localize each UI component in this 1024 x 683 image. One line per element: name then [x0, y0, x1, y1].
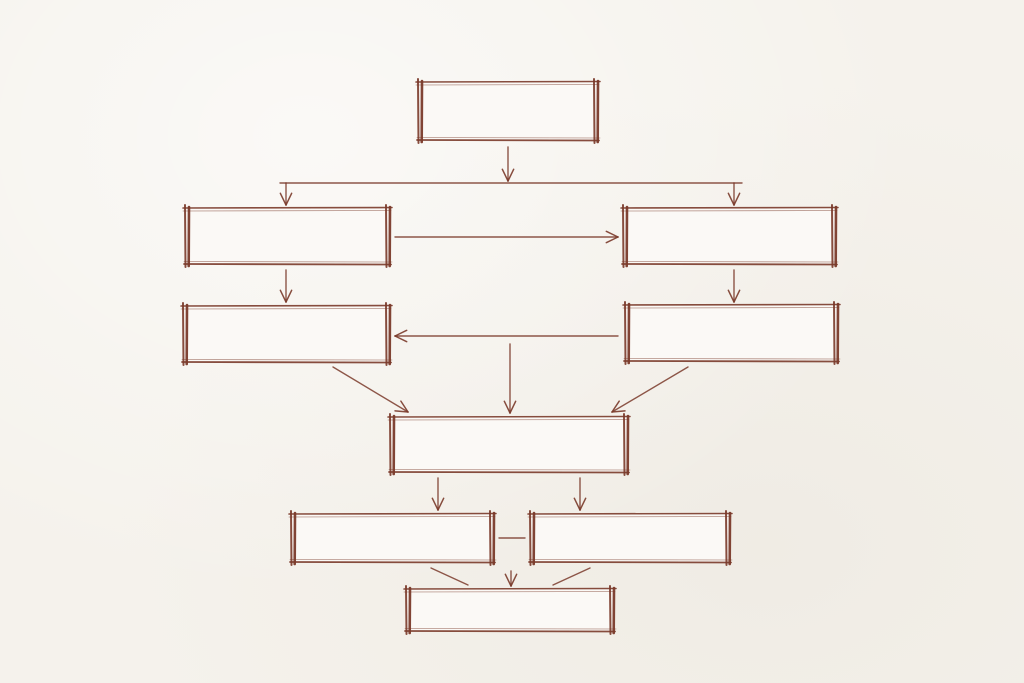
box-2b — [620, 204, 839, 268]
box-2a-to-box-2b-arrow — [394, 230, 619, 244]
branch-to-box-2a-arrow — [279, 182, 293, 206]
center-to-box-5a-arrow — [431, 477, 445, 511]
box-5b — [527, 510, 733, 566]
row-5-to-bottom-arrow — [504, 570, 518, 587]
middle-line-to-center-arrow — [503, 343, 517, 414]
box-3b-to-center-arrow — [611, 366, 689, 413]
branch-to-box-2b-arrow — [727, 182, 741, 206]
center-to-box-5b-arrow — [573, 477, 587, 511]
box-2b-to-box-3b-arrow — [727, 269, 741, 303]
box-5a-to-bottom-line — [430, 567, 469, 586]
box-3b — [622, 301, 841, 365]
box-3b-to-box-3a-arrow — [394, 329, 619, 343]
box-3a-to-center-arrow — [332, 366, 409, 413]
box-2a-to-box-3a-arrow — [279, 269, 293, 303]
top-to-branch-arrow — [501, 146, 515, 182]
box-2a — [182, 204, 393, 268]
box-3a — [180, 302, 393, 366]
bottom-box — [403, 585, 617, 635]
box-5a — [288, 510, 497, 566]
top-box — [415, 78, 601, 144]
box-5b-to-bottom-line — [552, 567, 591, 586]
center-box — [387, 413, 631, 476]
